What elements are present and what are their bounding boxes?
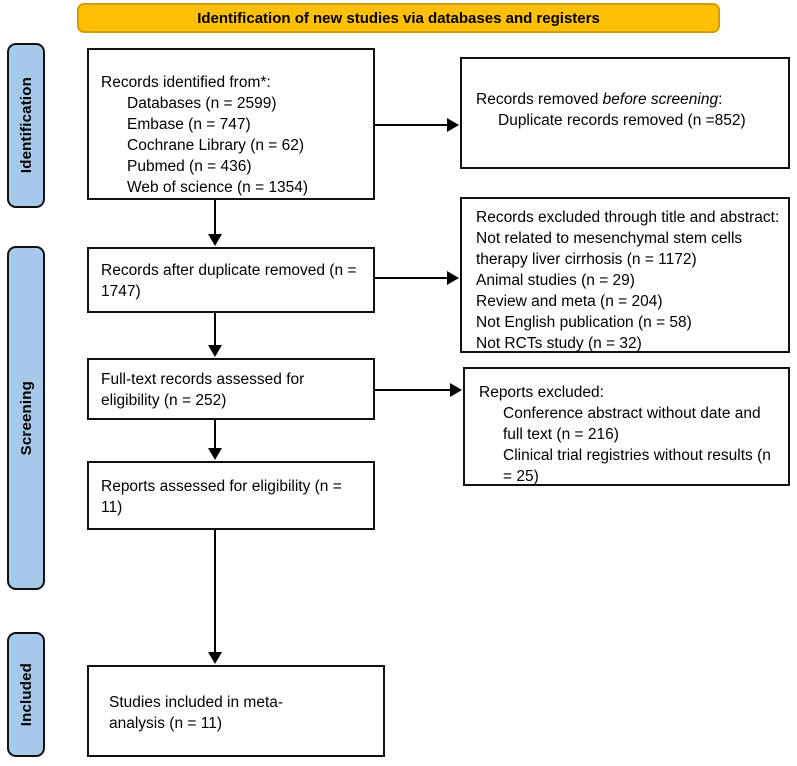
- list-item: Databases (n = 2599): [127, 95, 277, 112]
- stage-identification: Identification: [7, 43, 45, 208]
- arrow-after-duplicates-to-fulltext: [208, 313, 222, 357]
- box-reports-excluded: Reports excluded: Conference abstract wi…: [463, 367, 790, 486]
- list-item: Web of science (n = 1354): [127, 179, 309, 196]
- heading-italic: before screening: [602, 91, 719, 108]
- box-records-excluded-heading: Records excluded through title and abstr…: [476, 209, 780, 226]
- stage-included: Included: [7, 632, 45, 757]
- box-reports-assessed: Reports assessed for eligibility (n = 11…: [87, 461, 375, 530]
- box-records-identified-heading: Records identified from*:: [101, 74, 271, 91]
- arrow-identified-to-after-duplicates: [208, 200, 222, 246]
- list-item: Conference abstract without date and ful…: [503, 405, 761, 443]
- box-studies-included: Studies included in meta-analysis (n = 1…: [87, 665, 385, 757]
- arrow-reports-assessed-to-included: [208, 530, 222, 664]
- list-item: Not English publication (n = 58): [476, 314, 692, 331]
- stage-identification-label: Identification: [17, 77, 35, 174]
- list-item: Not RCTs study (n = 32): [476, 335, 642, 352]
- box-fulltext-assessed-text: Full-text records assessed for eligibili…: [101, 371, 305, 409]
- list-item: Duplicate records removed (n =852): [498, 112, 746, 129]
- heading-prefix: Records removed: [476, 91, 603, 108]
- box-reports-excluded-heading: Reports excluded:: [479, 384, 604, 401]
- list-item: Review and meta (n = 204): [476, 293, 663, 310]
- box-records-removed: Records removed before screening: Duplic…: [460, 57, 790, 169]
- list-item: Clinical trial registries without result…: [503, 447, 771, 485]
- list-item: Pubmed (n = 436): [127, 158, 252, 175]
- heading-suffix: :: [718, 91, 723, 108]
- box-records-removed-heading: Records removed before screening:: [476, 89, 780, 110]
- list-item: Embase (n = 747): [127, 116, 251, 133]
- box-studies-included-text: Studies included in meta-analysis (n = 1…: [109, 694, 284, 732]
- box-records-excluded-title-abstract: Records excluded through title and abstr…: [460, 197, 790, 353]
- box-records-after-duplicates-text: Records after duplicate removed (n = 174…: [101, 262, 357, 300]
- arrow-identified-to-removed: [375, 118, 459, 132]
- list-item: Cochrane Library (n = 62): [127, 137, 305, 154]
- stage-included-label: Included: [17, 662, 35, 727]
- arrow-fulltext-to-reports-assessed: [208, 420, 222, 460]
- banner-title: Identification of new studies via databa…: [197, 9, 600, 27]
- banner: Identification of new studies via databa…: [77, 3, 720, 33]
- arrow-after-duplicates-to-excluded: [375, 271, 459, 285]
- list-item: Animal studies (n = 29): [476, 272, 635, 289]
- box-records-after-duplicates: Records after duplicate removed (n = 174…: [87, 247, 375, 313]
- list-item: Not related to mesenchymal stem cells th…: [476, 230, 743, 268]
- box-reports-assessed-text: Reports assessed for eligibility (n = 11…: [101, 478, 342, 516]
- stage-screening: Screening: [7, 246, 45, 590]
- box-records-identified: Records identified from*: Databases (n =…: [87, 48, 375, 200]
- stage-screening-label: Screening: [17, 380, 35, 456]
- arrow-fulltext-to-reports-excluded: [375, 383, 462, 397]
- box-fulltext-assessed: Full-text records assessed for eligibili…: [87, 358, 375, 420]
